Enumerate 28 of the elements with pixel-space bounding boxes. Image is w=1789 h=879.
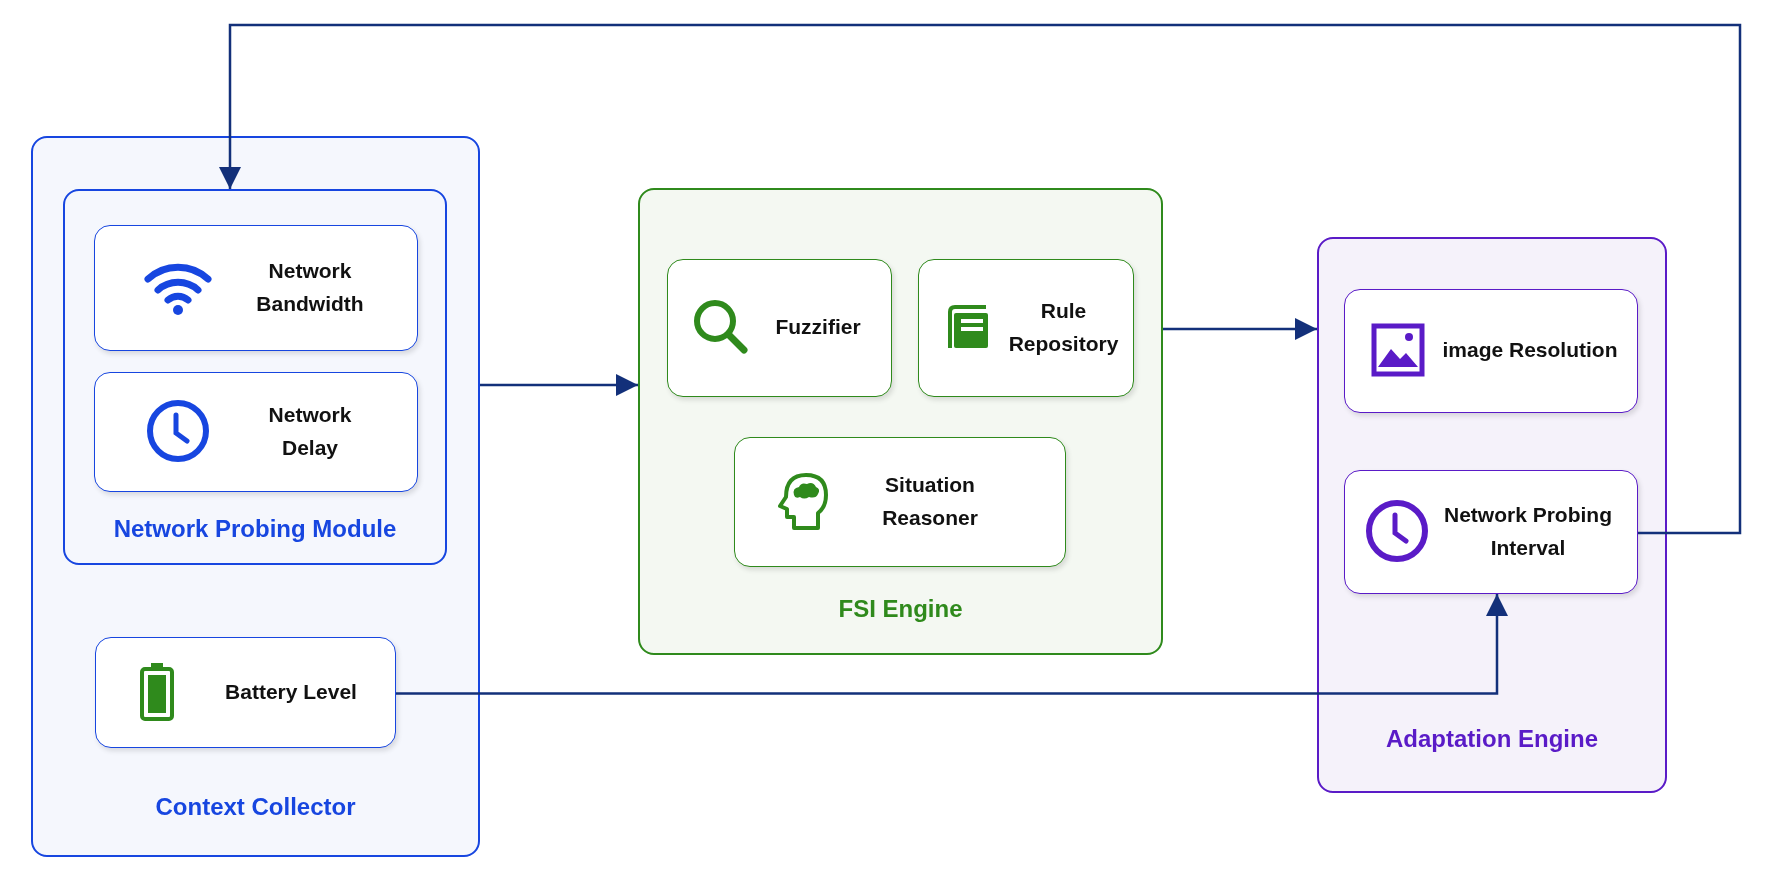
component-label: Situation Reasoner xyxy=(881,471,979,532)
component-box xyxy=(734,437,1066,567)
module-panel xyxy=(63,189,447,565)
module-title: Network Probing Module xyxy=(113,515,397,543)
arrow xyxy=(396,594,1508,695)
module-title: FSI Engine xyxy=(838,595,963,623)
component-box xyxy=(1344,289,1638,413)
arrow xyxy=(480,374,638,396)
module-title: Context Collector xyxy=(155,793,356,821)
module-title: Adaptation Engine xyxy=(1386,725,1598,753)
component-label: Network Probing Interval xyxy=(1443,501,1613,562)
component-label: Battery Level xyxy=(224,678,358,705)
component-label: image Resolution xyxy=(1441,337,1619,363)
module-panel xyxy=(638,188,1163,655)
arrow xyxy=(219,23,1742,535)
component-label: Rule Repository xyxy=(1007,297,1120,358)
arrow xyxy=(1163,318,1317,340)
component-box xyxy=(95,637,396,748)
component-label: Network Delay xyxy=(267,401,353,462)
component-box xyxy=(94,372,418,492)
module-panel xyxy=(1317,237,1667,793)
component-box xyxy=(918,259,1134,397)
component-label: Network Bandwidth xyxy=(255,257,365,318)
component-box xyxy=(667,259,892,397)
component-box xyxy=(94,225,418,351)
component-box xyxy=(1344,470,1638,594)
component-label: Fuzzifier xyxy=(774,314,862,340)
module-panel xyxy=(31,136,480,857)
